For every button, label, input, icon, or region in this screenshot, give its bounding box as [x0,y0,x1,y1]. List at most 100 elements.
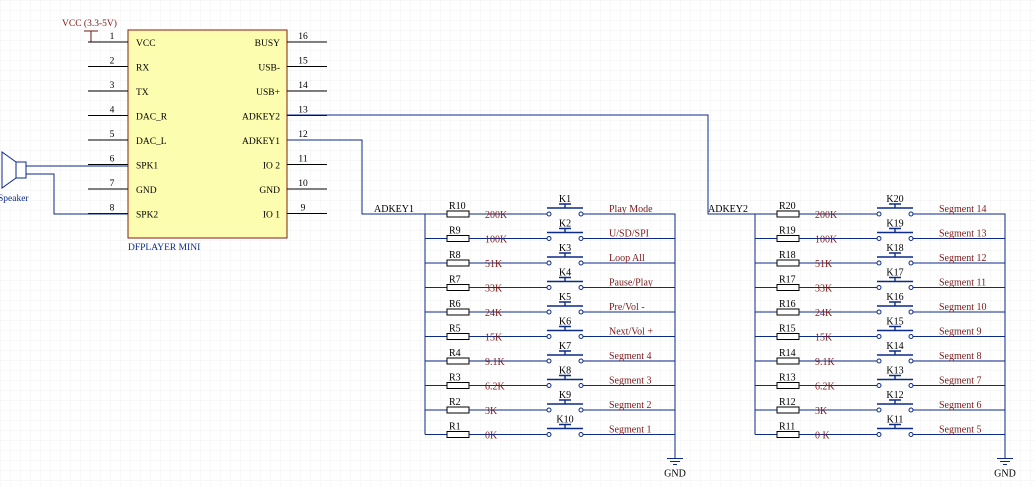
switch-contact [908,432,914,437]
left-pin-name: GND [136,186,157,196]
ladder-wire [1001,238,1006,263]
ground-label: GND [664,469,686,480]
switch-ref: K2 [559,219,571,230]
resistor-ref: R1 [449,422,461,433]
left-pin-name: DAC_L [136,137,167,147]
adkey1-net-label: ADKEY1 [374,204,414,215]
switch-function: Segment 8 [939,351,982,362]
left-pin-number: 2 [110,57,115,67]
module-pins: 1VCC2RX3TX4DAC_R5DAC_L6SPK17GND8SPK216BU… [88,32,327,221]
resistor-ref: R8 [449,250,461,261]
ladder-wire [671,409,676,434]
resistor-ref: R20 [779,201,796,212]
left-pin-number: 4 [110,106,115,116]
switch-contact [546,383,552,388]
switch-contact [908,334,914,339]
resistor-value: 200K [485,210,508,221]
switch-function: Segment 1 [609,425,652,436]
switch-ref: K14 [886,341,903,352]
resistor-value: 3K [815,406,828,417]
pushbutton-symbol [877,227,913,234]
switch-ref: K9 [559,390,571,401]
right-pin-name: IO 2 [263,162,280,172]
switch-contact [546,260,552,266]
switch-function: Pre/Vol - [609,302,645,313]
resistor-value: 24K [485,308,503,319]
right-pin-number: 9 [301,204,306,214]
pushbutton-symbol [547,374,583,381]
switch-contact [578,334,584,339]
pushbutton-symbol [877,203,913,209]
ladder-wire [671,262,676,287]
switch-ref: K17 [886,268,903,279]
switch-contact [876,358,882,364]
resistor-ref: R14 [779,348,796,359]
resistor-value: 15K [485,333,503,344]
switch-contact [546,309,552,315]
ladder-wire [1001,409,1006,434]
ladder-wire [1001,213,1006,238]
switch-contact [546,334,552,339]
right-pin-name: ADKEY1 [242,137,280,147]
switch-function: Segment 10 [939,302,987,313]
switch-function: Segment 2 [609,400,652,411]
switch-contact [578,432,584,437]
switch-function: Segment 12 [939,253,987,264]
switch-contact [578,358,584,364]
resistor-value: 100K [815,235,838,246]
left-pin-name: SPK2 [136,211,158,221]
switch-ref: K16 [886,292,903,303]
switch-function: Segment 3 [609,376,652,387]
ladder-wire [1001,385,1006,410]
ladder-wire [1001,360,1006,385]
switch-contact [876,211,882,217]
vcc-power-symbol: VCC (3.3-5V) [62,18,117,42]
resistor-value: 24K [815,308,833,319]
switch-contact [908,358,914,364]
right-pin-name: IO 1 [263,211,280,221]
ladder-wire [671,287,676,312]
switch-contact [908,260,914,266]
switch-contact [908,383,914,388]
pushbutton-symbol [547,350,583,356]
switch-function: Segment 4 [609,351,652,362]
resistor-value: 33K [485,284,503,295]
resistor-ref: R15 [779,324,796,335]
ladder-wire [1001,262,1006,287]
module-name: DFPLAYER MINI [128,243,200,253]
switch-function: Segment 9 [939,327,982,338]
resistor-ref: R6 [449,299,461,310]
switch-ref: K12 [886,390,903,401]
switch-contact [546,432,552,437]
adkey2-wire [287,114,755,215]
resistor-ref: R3 [449,373,461,384]
switch-ref: K3 [559,243,571,254]
resistor-value: 6.2K [815,382,836,393]
switch-contact [578,407,584,413]
resistor-value: 6.2K [485,382,506,393]
switch-contact [908,236,914,241]
left-pin-number: 6 [110,155,115,165]
switch-ref: K15 [886,317,903,328]
switch-ref: K18 [886,243,903,254]
left-pin-name: RX [136,64,149,74]
resistor-ref: R9 [449,226,461,237]
resistor-ref: R11 [779,422,795,433]
switch-function: Play Mode [609,204,653,215]
ground-label: GND [994,469,1016,480]
switch-contact [578,285,584,290]
left-pin-number: 7 [110,179,115,189]
switch-function: Segment 7 [939,376,982,387]
switch-ref: K4 [559,268,571,279]
right-pin-number: 13 [298,106,308,116]
pushbutton-symbol [547,252,583,258]
switch-ref: K20 [886,194,903,205]
ground-symbol [997,458,1013,465]
vcc-label: VCC (3.3-5V) [62,18,117,29]
right-pin-number: 15 [298,57,308,67]
left-pin-number: 3 [110,81,115,91]
adkey1-wire [287,139,425,215]
resistor-value: 100K [485,235,508,246]
switch-function: Segment 14 [939,204,987,215]
